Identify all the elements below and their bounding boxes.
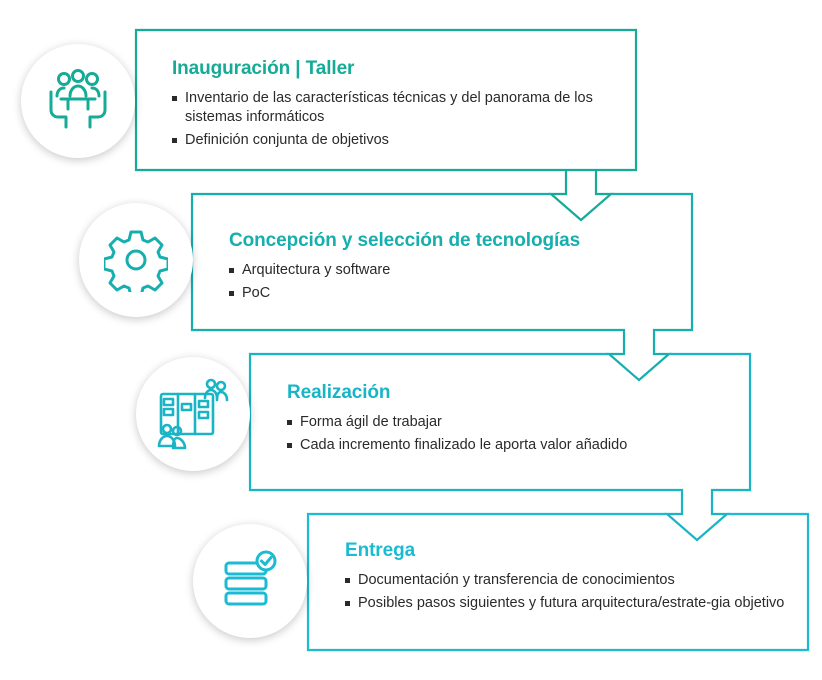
step-4-content: Entrega Documentación y transferencia de… <box>345 540 790 617</box>
list-item: Inventario de las características técnic… <box>172 89 622 127</box>
step-3-bullets: Forma ágil de trabajar Cada incremento f… <box>287 413 737 455</box>
list-item: PoC <box>229 284 679 303</box>
step-2-content: Concepción y selección de tecnologías Ar… <box>229 230 679 307</box>
step-1-frame <box>134 28 638 222</box>
step-2-frame <box>190 192 694 382</box>
list-item: Documentación y transferencia de conocim… <box>345 571 790 590</box>
step-3-title: Realización <box>287 382 391 403</box>
list-item: Definición conjunta de objetivos <box>172 131 622 150</box>
step-1-content: Inauguración | Taller Inventario de las … <box>172 58 622 154</box>
step-3-content: Realización Forma ágil de trabajar Cada … <box>287 382 737 459</box>
step-4-bullets: Documentación y transferencia de conocim… <box>345 571 790 613</box>
database-check-icon <box>224 550 277 606</box>
list-item: Posibles pasos siguientes y futura arqui… <box>345 594 790 613</box>
gear-icon <box>104 230 168 292</box>
list-item: Forma ágil de trabajar <box>287 413 737 432</box>
step-2-bullets: Arquitectura y software PoC <box>229 261 679 303</box>
step-1-bullets: Inventario de las características técnic… <box>172 89 622 150</box>
kanban-board-team-icon <box>157 378 229 450</box>
step-1-title: Inauguración | Taller <box>172 58 355 79</box>
step-1-icon-circle <box>21 44 135 158</box>
step-4-frame <box>306 512 810 652</box>
step-3-frame <box>248 352 752 542</box>
step-2-icon-circle <box>79 203 193 317</box>
step-4-icon-circle <box>193 524 307 638</box>
step-2-title: Concepción y selección de tecnologías <box>229 230 581 251</box>
step-3-icon-circle <box>136 357 250 471</box>
list-item: Arquitectura y software <box>229 261 679 280</box>
people-meeting-icon <box>49 69 107 129</box>
step-4-title: Entrega <box>345 540 416 561</box>
list-item: Cada incremento finalizado le aporta val… <box>287 436 737 455</box>
